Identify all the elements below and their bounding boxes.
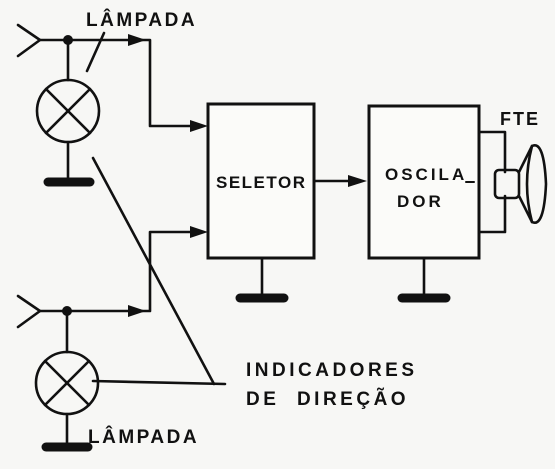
oscillator-label-line1: OSCILA: [385, 165, 467, 184]
bottom-wire-to-selector: [38, 230, 197, 313]
bottom-input-terminal: [16, 294, 42, 329]
oscillator-label-line2: DOR: [397, 192, 444, 211]
selector-label: SELETOR: [216, 173, 306, 192]
bottom-wire-arrow-2: [190, 226, 208, 238]
indicators-label-line2: DE DIREÇÃO: [246, 388, 409, 410]
oscillator-block: OSCILA DOR: [367, 104, 481, 303]
oscillator-box: [367, 104, 481, 260]
top-wire-arrow-2: [190, 120, 208, 132]
top-lamp-label-pointer: [85, 31, 106, 73]
bottom-lamp-icon: [34, 350, 100, 416]
top-wire-arrow-1: [128, 34, 146, 46]
top-wire-to-selector: [38, 38, 197, 128]
bottom-input-circuit: LÂMPADA: [16, 226, 208, 452]
direction-indicators-callout: INDICADORES DE DIREÇÃO: [91, 156, 418, 410]
top-lamp-icon: [35, 78, 101, 144]
speaker-icon: [493, 144, 548, 224]
speaker-wire-top: [477, 130, 507, 174]
speaker-label: FTE: [500, 109, 540, 129]
selector-to-oscillator-arrow: [348, 175, 367, 187]
bottom-lamp-label: LÂMPADA: [88, 426, 199, 448]
speaker-wire-bottom: [477, 194, 507, 234]
selector-block: SELETOR: [206, 102, 316, 303]
selector-box: [206, 102, 316, 260]
bottom-wire-arrow-1: [128, 305, 146, 317]
indicator-pointer-top: [91, 156, 216, 386]
top-input-terminal: [16, 23, 42, 58]
top-lamp-label: LÂMPADA: [86, 9, 197, 31]
top-input-circuit: LÂMPADA: [16, 9, 208, 187]
indicators-label-line1: INDICADORES: [246, 360, 418, 381]
speaker: FTE: [477, 109, 548, 234]
indicator-pointer-bottom: [91, 379, 227, 386]
